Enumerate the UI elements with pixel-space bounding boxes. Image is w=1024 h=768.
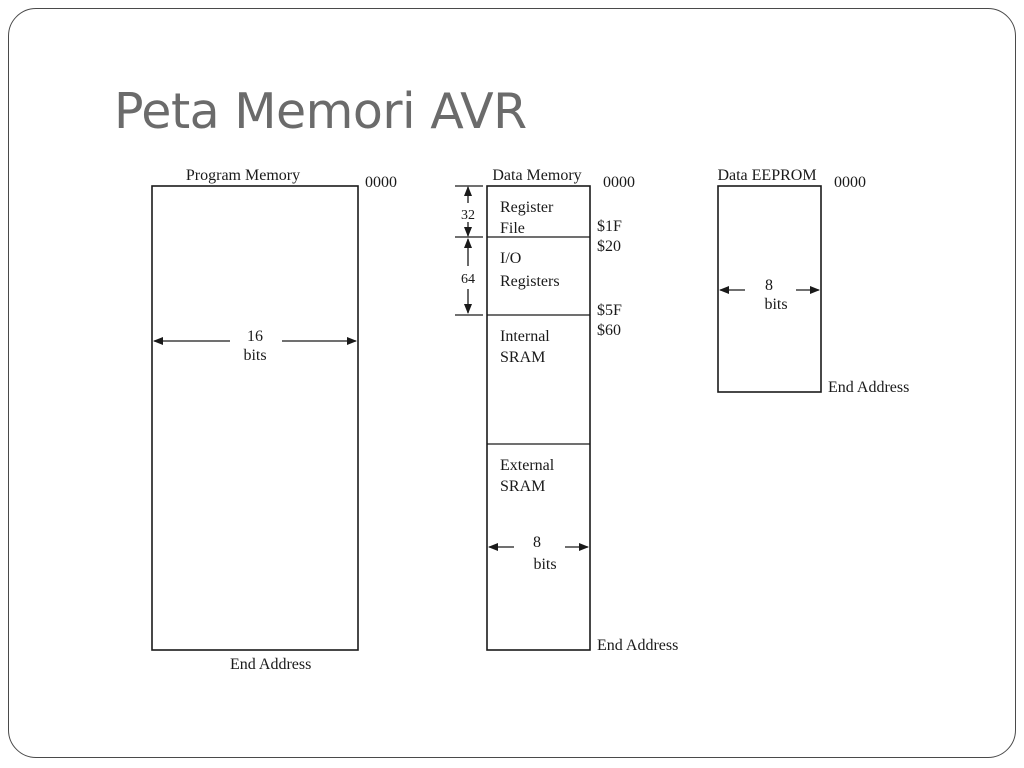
data-eeprom-box: [717, 185, 822, 393]
data-eeprom-width-value: 8: [765, 277, 773, 294]
data-memory-box: [486, 185, 591, 651]
data-eeprom-end-address: End Address: [828, 379, 909, 396]
program-memory-end-address: End Address: [230, 656, 311, 673]
data-eeprom-width-unit: bits: [764, 296, 787, 313]
register-file-label-line2: File: [500, 220, 525, 237]
io-registers-start-address: $20: [597, 238, 621, 255]
data-eeprom-title: Data EEPROM: [717, 167, 816, 184]
external-sram-label-line2: SRAM: [500, 478, 545, 495]
io-registers-label-line1: I/O: [500, 250, 521, 267]
register-file-label-line1: Register: [500, 199, 554, 216]
io-registers-size-label: 64: [461, 272, 475, 287]
data-eeprom-block: Data EEPROM 0000 8 bits End Address: [717, 167, 909, 396]
register-file-size-label: 32: [461, 208, 475, 223]
program-memory-start-address: 0000: [365, 174, 397, 191]
data-eeprom-start-address: 0000: [834, 174, 866, 191]
program-memory-block: Program Memory 0000 16 bits End Address: [151, 167, 397, 673]
program-memory-width-value: 16: [247, 328, 263, 345]
internal-sram-label-line2: SRAM: [500, 349, 545, 366]
data-memory-width-unit: bits: [533, 556, 556, 573]
io-registers-label-line2: Registers: [500, 273, 560, 290]
data-memory-block: Data Memory 0000 Register File $1F 32 $2…: [455, 167, 678, 654]
data-memory-title: Data Memory: [492, 167, 581, 184]
data-memory-width-value: 8: [533, 534, 541, 551]
data-memory-start-address: 0000: [603, 174, 635, 191]
io-registers-end-address: $5F: [597, 302, 622, 319]
program-memory-title: Program Memory: [186, 167, 300, 184]
internal-sram-label-line1: Internal: [500, 328, 550, 345]
slide-title: Peta Memori AVR: [114, 83, 527, 140]
external-sram-label-line1: External: [500, 457, 555, 474]
register-file-end-address: $1F: [597, 218, 622, 235]
program-memory-box: [151, 185, 359, 651]
data-memory-end-address: End Address: [597, 637, 678, 654]
slide-frame: [8, 8, 1016, 758]
program-memory-width-unit: bits: [243, 347, 266, 364]
internal-sram-start-address: $60: [597, 322, 621, 339]
